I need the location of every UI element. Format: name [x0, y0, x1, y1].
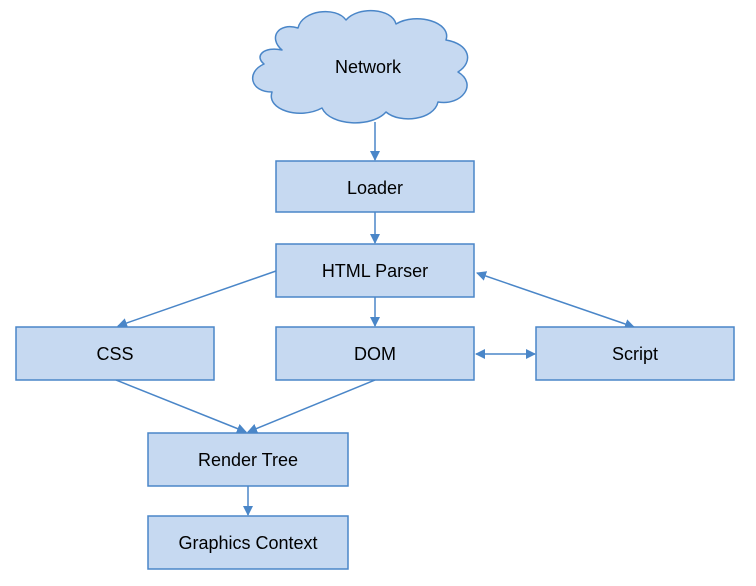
node-script: Script: [535, 326, 735, 381]
network-label: Network: [335, 57, 402, 77]
edge-css-to-render-tree: [115, 379, 247, 434]
node-network: Network: [252, 9, 469, 124]
node-dom: DOM: [275, 326, 475, 381]
css-box: [15, 326, 215, 381]
edge-dom-to-render-tree: [247, 379, 376, 434]
loader-label: Loader: [347, 178, 403, 198]
node-graphics-context: Graphics Context: [147, 515, 349, 570]
graphics-context-label: Graphics Context: [178, 533, 317, 553]
dom-label: DOM: [354, 344, 396, 364]
html-parser-label: HTML Parser: [322, 261, 428, 281]
node-html-parser: HTML Parser: [275, 243, 475, 298]
html-parser-box: [275, 243, 475, 298]
node-css: CSS: [15, 326, 215, 381]
render-tree-box: [147, 432, 349, 487]
graphics-context-box: [147, 515, 349, 570]
css-label: CSS: [96, 344, 133, 364]
dom-box: [275, 326, 475, 381]
script-box: [535, 326, 735, 381]
edge-html-parser-script-bidirectional: [476, 271, 635, 329]
edge-html-parser-to-css: [117, 270, 277, 328]
cloud-icon: [252, 9, 469, 124]
script-label: Script: [612, 344, 658, 364]
loader-box: [275, 160, 475, 213]
node-loader: Loader: [275, 160, 475, 213]
render-tree-label: Render Tree: [198, 450, 298, 470]
node-render-tree: Render Tree: [147, 432, 349, 487]
